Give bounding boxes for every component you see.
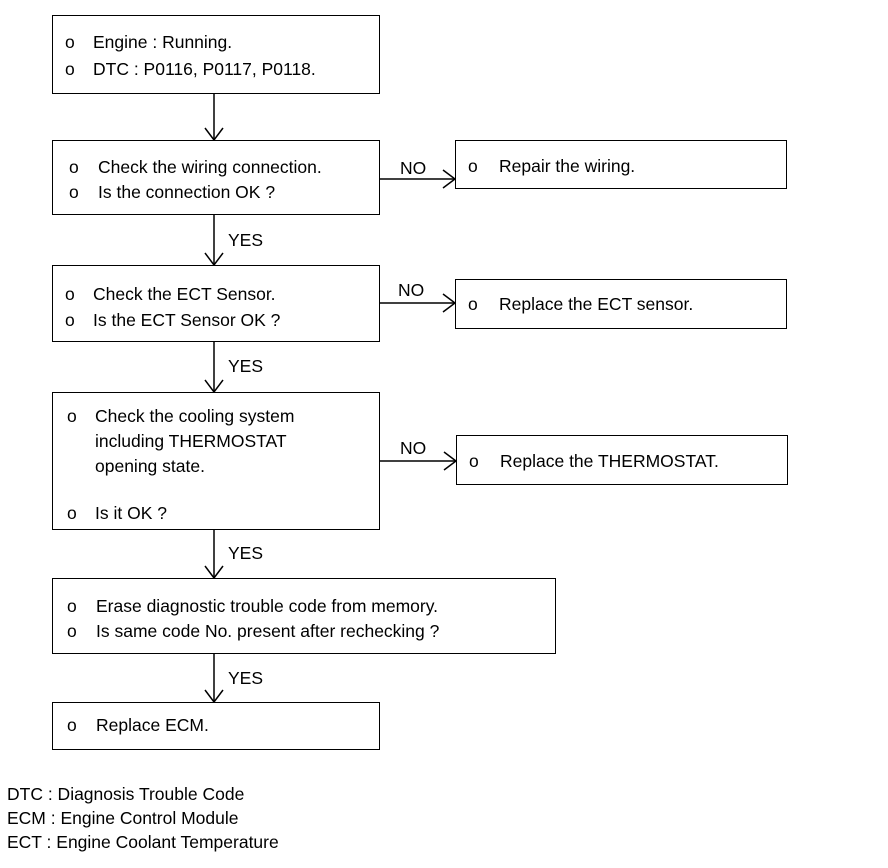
repair-wiring-box: o Repair the wiring. xyxy=(455,140,787,189)
replace-ecm-box: o Replace ECM. xyxy=(52,702,380,750)
check-cooling-text-4: Is it OK ? xyxy=(95,503,167,523)
replace-ecm-text: Replace ECM. xyxy=(96,715,209,735)
yes-label: YES xyxy=(228,668,264,688)
check-cooling-text-1: Check the cooling system xyxy=(95,406,295,426)
bullet: o xyxy=(67,621,77,641)
yes-label: YES xyxy=(228,230,264,250)
replace-thermostat-box: o Replace the THERMOSTAT. xyxy=(456,435,788,485)
legend-ect: ECT : Engine Coolant Temperature xyxy=(7,832,279,852)
yes-label: YES xyxy=(228,356,264,376)
check-ect-text-2: Is the ECT Sensor OK ? xyxy=(93,310,281,330)
no-label: NO xyxy=(398,280,425,300)
no-label: NO xyxy=(400,158,427,178)
bullet: o xyxy=(65,59,75,79)
yes-label: YES xyxy=(228,543,264,563)
check-cooling-box: o Check the cooling system including THE… xyxy=(52,392,380,530)
check-ect-text-1: Check the ECT Sensor. xyxy=(93,284,276,304)
check-wiring-text-2: Is the connection OK ? xyxy=(98,182,276,202)
bullet: o xyxy=(468,156,478,176)
legend-ecm: ECM : Engine Control Module xyxy=(7,808,239,828)
start-text-1: Engine : Running. xyxy=(93,32,233,52)
bullet: o xyxy=(67,596,77,616)
erase-dtc-text-1: Erase diagnostic trouble code from memor… xyxy=(96,596,439,616)
legend-dtc: DTC : Diagnosis Trouble Code xyxy=(7,784,245,804)
bullet: o xyxy=(67,715,77,735)
erase-dtc-text-2: Is same code No. present after recheckin… xyxy=(96,621,440,641)
check-wiring-box: o Check the wiring connection. o Is the … xyxy=(52,140,380,215)
erase-dtc-box: o Erase diagnostic trouble code from mem… xyxy=(52,578,556,654)
check-cooling-text-3: opening state. xyxy=(95,456,205,476)
bullet: o xyxy=(65,310,75,330)
check-ect-box: o Check the ECT Sensor. o Is the ECT Sen… xyxy=(52,265,380,342)
start-text-2: DTC : P0116, P0117, P0118. xyxy=(93,59,316,79)
repair-wiring-text: Repair the wiring. xyxy=(499,156,636,176)
check-cooling-text-2: including THERMOSTAT xyxy=(95,431,287,451)
bullet: o xyxy=(65,284,75,304)
replace-thermostat-text: Replace the THERMOSTAT. xyxy=(500,451,719,471)
check-wiring-text-1: Check the wiring connection. xyxy=(98,157,322,177)
start-box: o Engine : Running. o DTC : P0116, P0117… xyxy=(52,15,380,94)
no-label: NO xyxy=(400,438,427,458)
bullet: o xyxy=(69,157,79,177)
bullet: o xyxy=(469,451,479,471)
bullet: o xyxy=(67,503,77,523)
bullet: o xyxy=(67,406,77,426)
bullet: o xyxy=(65,32,75,52)
bullet: o xyxy=(69,182,79,202)
bullet: o xyxy=(468,294,478,314)
replace-ect-text: Replace the ECT sensor. xyxy=(499,294,694,314)
replace-ect-box: o Replace the ECT sensor. xyxy=(455,279,787,329)
